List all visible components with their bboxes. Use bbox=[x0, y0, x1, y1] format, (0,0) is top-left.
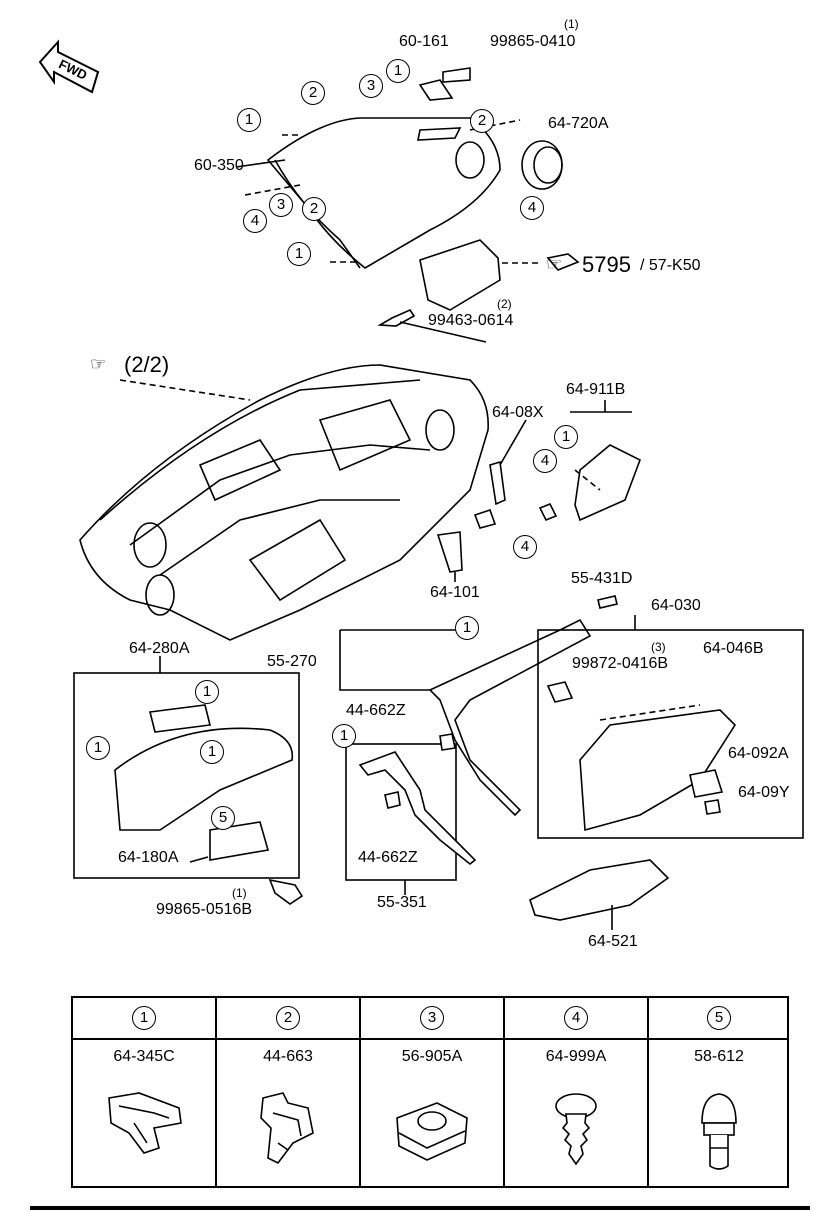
callout-64-521: 64-521 bbox=[588, 933, 638, 950]
footer-rule bbox=[30, 1206, 810, 1210]
legend-col-5: 5 58-612 bbox=[649, 998, 789, 1186]
legend-part-4: 64-999A bbox=[545, 1048, 607, 1065]
callout-99865-0410: 99865-0410 bbox=[490, 33, 576, 50]
legend-part-3: 56-905A bbox=[401, 1048, 463, 1065]
marker-2: 2 bbox=[470, 109, 494, 133]
legend-col-1: 1 64-345C bbox=[73, 998, 217, 1186]
marker-3: 3 bbox=[269, 193, 293, 217]
callout-64-030: 64-030 bbox=[651, 597, 701, 614]
callout-64-08x: 64-08X bbox=[492, 404, 544, 421]
callout-64-180a: 64-180A bbox=[118, 849, 179, 866]
fwd-arrow-icon bbox=[38, 39, 100, 94]
callout-64-911b: 64-911B bbox=[566, 381, 626, 398]
callout-99865-0516b: 99865-0516B bbox=[156, 901, 253, 918]
qty-99463-0614: (2) bbox=[497, 297, 512, 311]
marker-4: 4 bbox=[513, 535, 537, 559]
marker-2: 2 bbox=[301, 81, 325, 105]
callout-44-662z-upper: 44-662Z bbox=[346, 702, 406, 719]
ref-icon-2-2: ☞ bbox=[90, 354, 107, 374]
callout-60-161: 60-161 bbox=[399, 33, 449, 50]
marker-1: 1 bbox=[455, 616, 479, 640]
legend-col-3: 3 56-905A bbox=[361, 998, 505, 1186]
legend-part-2: 44-663 bbox=[263, 1048, 313, 1065]
marker-1: 1 bbox=[195, 680, 219, 704]
parts-exploded-illustration bbox=[38, 39, 804, 930]
marker-4: 4 bbox=[243, 209, 267, 233]
qty-99865-0410: (1) bbox=[564, 17, 579, 31]
callout-60-350: 60-350 bbox=[194, 157, 244, 174]
qty-64-046b: (3) bbox=[651, 640, 666, 654]
callout-64-09y: 64-09Y bbox=[738, 784, 790, 801]
callout-55-351: 55-351 bbox=[377, 894, 427, 911]
callout-99463-0614: 99463-0614 bbox=[428, 312, 514, 329]
speed-nut-icon bbox=[396, 1102, 468, 1161]
legend-num-2: 2 bbox=[276, 1006, 300, 1030]
callout-64-720a: 64-720A bbox=[548, 115, 609, 132]
marker-4: 4 bbox=[520, 196, 544, 220]
callout-ref-5795: 5795 bbox=[582, 252, 631, 277]
qty-99865-0516b: (1) bbox=[232, 886, 247, 900]
legend-num-3: 3 bbox=[420, 1006, 444, 1030]
legend-num-4: 4 bbox=[564, 1006, 588, 1030]
callout-55-270: 55-270 bbox=[267, 653, 317, 670]
marker-2: 2 bbox=[302, 197, 326, 221]
callout-ref-57-k50: / 57-K50 bbox=[640, 257, 701, 274]
callout-ref-2-2: (2/2) bbox=[124, 352, 170, 377]
marker-3: 3 bbox=[359, 74, 383, 98]
legend-num-5: 5 bbox=[707, 1006, 731, 1030]
clip-icon bbox=[108, 1092, 182, 1154]
callout-64-101: 64-101 bbox=[430, 584, 480, 601]
marker-1: 1 bbox=[554, 425, 578, 449]
legend-part-1: 64-345C bbox=[113, 1048, 175, 1065]
callout-64-280a: 64-280A bbox=[129, 640, 190, 657]
marker-1: 1 bbox=[86, 736, 110, 760]
marker-1: 1 bbox=[200, 740, 224, 764]
callout-64-092a: 64-092A bbox=[728, 745, 789, 762]
marker-5: 5 bbox=[211, 806, 235, 830]
legend-num-1: 1 bbox=[132, 1006, 156, 1030]
rubber-stopper-icon bbox=[701, 1093, 737, 1170]
legend-col-2: 2 44-663 bbox=[217, 998, 361, 1186]
marker-1: 1 bbox=[287, 242, 311, 266]
legend-col-4: 4 64-999A bbox=[505, 998, 649, 1186]
callout-55-431d: 55-431D bbox=[571, 570, 633, 587]
marker-1: 1 bbox=[386, 59, 410, 83]
marker-1: 1 bbox=[332, 724, 356, 748]
marker-1: 1 bbox=[237, 108, 261, 132]
callout-64-046b: 64-046B bbox=[703, 640, 764, 657]
bracket-clip-icon bbox=[260, 1092, 314, 1165]
callout-99872-0416b: 99872-0416B bbox=[572, 655, 669, 672]
push-rivet-icon bbox=[555, 1093, 597, 1166]
marker-4: 4 bbox=[533, 449, 557, 473]
fastener-legend-table: 1 64-345C 2 44-663 3 56-905A 4 64-999A 5 bbox=[71, 996, 789, 1188]
ref-icon-5795: ☞ bbox=[546, 254, 563, 274]
callout-44-662z-lower: 44-662Z bbox=[358, 849, 418, 866]
legend-part-5: 58-612 bbox=[694, 1048, 744, 1065]
